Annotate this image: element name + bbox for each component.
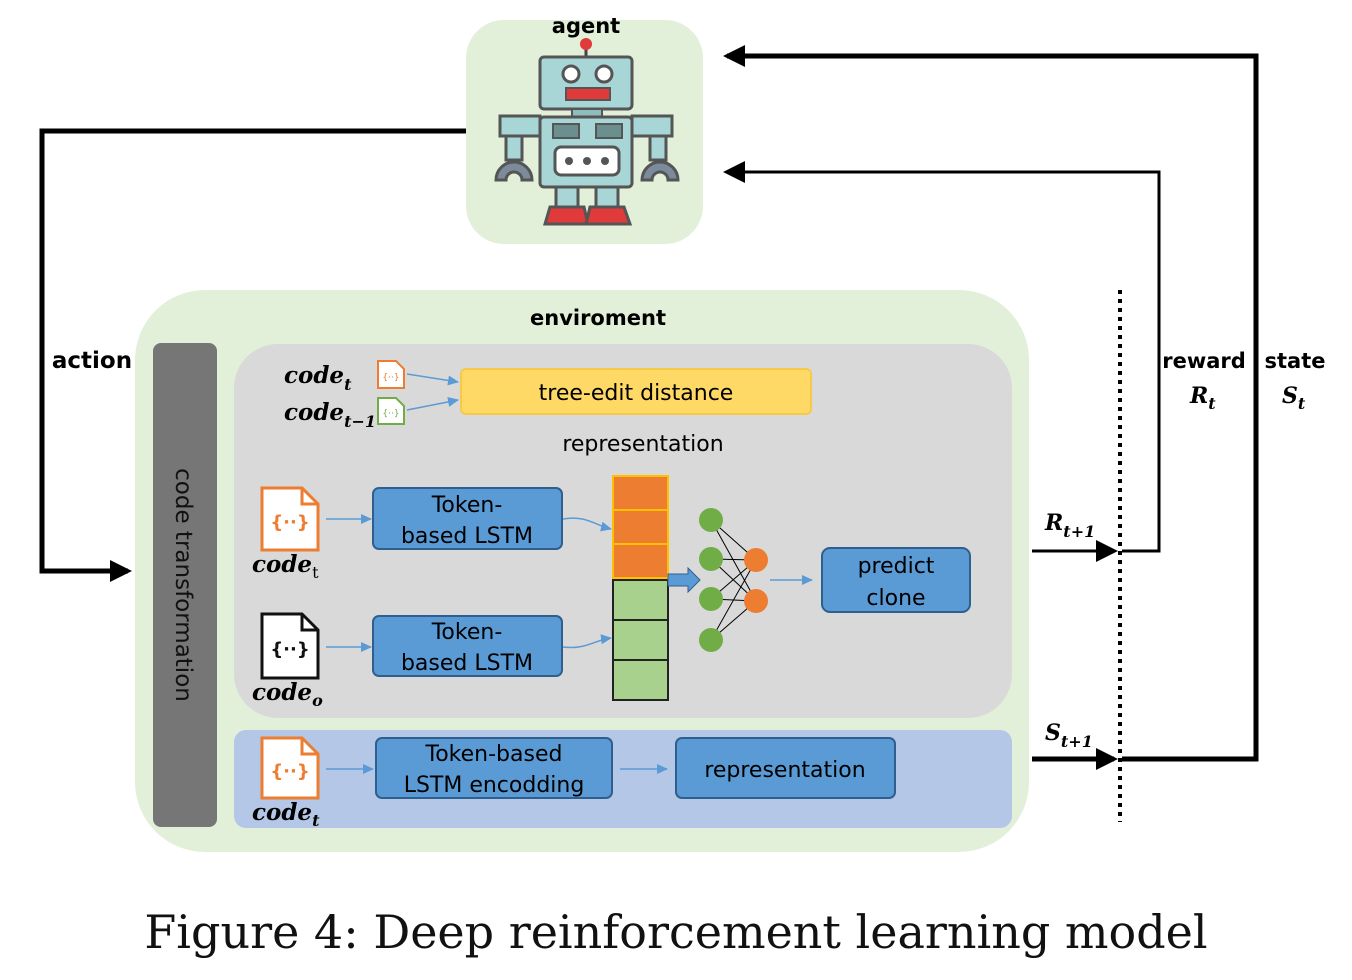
representation-vector	[612, 475, 669, 701]
lstm-top-line2: based LSTM	[401, 524, 533, 549]
code-o-input-label: codeo	[252, 679, 323, 710]
neural-network	[699, 508, 768, 652]
agent-label: agent	[552, 14, 620, 38]
action-label: action	[52, 348, 132, 374]
svg-text:{··}: {··}	[270, 761, 309, 782]
predict-line1: predict	[858, 554, 935, 579]
svg-text:{··}: {··}	[382, 373, 399, 383]
predict-line2: clone	[866, 586, 925, 611]
state-symbol: St	[1282, 383, 1306, 413]
state-label: state	[1265, 349, 1326, 373]
lstm-encoding-line2: LSTM encodding	[404, 773, 585, 798]
state-connector	[723, 45, 1259, 762]
s-next-label: St+1	[1045, 720, 1093, 751]
representation-heading: representation	[562, 432, 723, 457]
file-icon-orange: {··}	[260, 486, 320, 552]
code-t-minus-1-label: codet−1	[284, 399, 376, 431]
lstm-encoding-box	[375, 737, 613, 799]
arrow-lstm-top-to-vector	[562, 517, 612, 532]
action-connector	[39, 128, 466, 582]
state-representation-label: representation	[704, 758, 865, 783]
predict-clone-box	[821, 547, 971, 613]
svg-text:{··}: {··}	[270, 512, 309, 533]
tree-edit-distance-label: tree-edit distance	[539, 381, 734, 406]
lstm-box-top	[372, 487, 563, 550]
arrow-code-t1-to-ted	[406, 397, 459, 411]
robot-icon	[494, 38, 680, 226]
environment-label: enviroment	[530, 306, 666, 330]
lstm-bottom-line2: based LSTM	[401, 651, 533, 676]
file-icon-green-small: {··}	[377, 397, 405, 425]
lstm-box-bottom	[372, 615, 563, 677]
figure-caption: Figure 4: Deep reinforcement learning mo…	[144, 905, 1208, 959]
arrow-lstm-bottom-to-vector	[562, 634, 612, 649]
file-icon-black: {··}	[260, 612, 320, 680]
code-t-state-label: codet	[252, 799, 320, 830]
reward-symbol: Rt	[1189, 383, 1216, 413]
lstm-bottom-line1: Token-	[431, 620, 503, 645]
svg-text:{··}: {··}	[270, 639, 309, 660]
r-next-label: Rt+1	[1044, 510, 1095, 541]
file-icon-orange-state: {··}	[260, 736, 320, 800]
file-icon-orange-small: {··}	[377, 360, 405, 389]
code-t-input-label: codet	[252, 551, 319, 582]
reward-label: reward	[1162, 349, 1246, 373]
code-t-label: codet	[284, 362, 352, 394]
lstm-top-line1: Token-	[431, 493, 503, 518]
tree-edit-distance-box	[460, 368, 812, 415]
state-representation-box	[675, 737, 896, 799]
code-transformation-bar	[153, 343, 217, 827]
arrow-vector-to-network	[667, 566, 701, 594]
svg-text:{··}: {··}	[382, 409, 399, 419]
arrow-code-t-to-ted	[406, 373, 459, 386]
code-transformation-label: code transformation	[170, 468, 196, 702]
lstm-encoding-line1: Token-based	[425, 742, 563, 767]
reward-connector	[723, 161, 1161, 553]
